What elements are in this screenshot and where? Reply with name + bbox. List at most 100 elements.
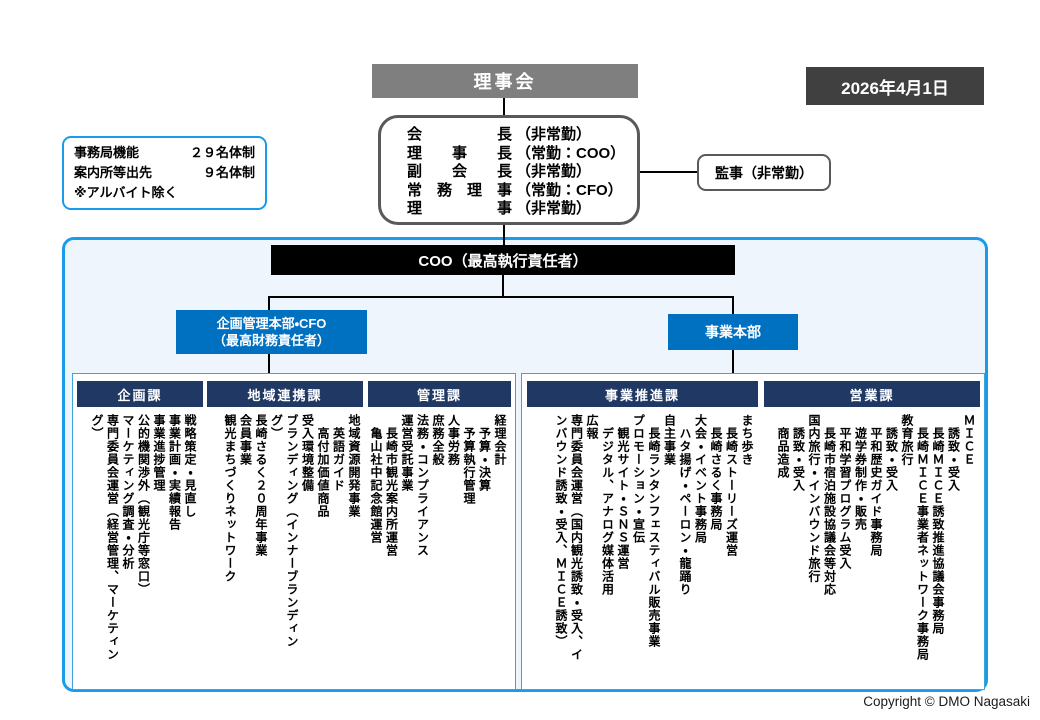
officer-note: （非常勤） [516,163,592,181]
division-admin-sublabel: （最高財務責任者） [212,333,330,348]
dept-item: 誘致・受入 [946,427,961,492]
dept-item: 教育旅行 [900,414,914,466]
officer-post: 副会長 [407,163,512,181]
dept-item: 長崎ＭＩＣＥ事業者ネットワーク事務局 [915,427,930,661]
dept-item: デジタル、アナログ媒体活用 [600,427,615,596]
staff-info-value: ２９名体制 [189,145,255,160]
dept-item: 誘致・受入 [791,427,806,492]
dept-header-kikaku: 企画課 [77,381,203,407]
officer-note: （常勤：CFO） [516,181,623,199]
dept-header-label: 地域連携課 [247,387,323,403]
officer-row: 常務理事（常勤：CFO） [407,182,637,201]
officer-post: 理事長 [407,144,512,162]
connector-line [268,354,270,373]
dept-item: 遊学券制作・販売 [853,427,868,531]
dept-header-chiiki: 地域連携課 [207,381,363,407]
dept-item: 商品造成 [776,427,790,479]
dept-item: 誘致・受入 [884,427,899,492]
dept-item: 経理会計 [493,414,507,466]
dept-item: まち歩き [740,414,754,466]
auditor-box: 監事（非常勤） [697,154,831,191]
officer-note: （非常勤） [516,200,592,218]
staff-info-row: 案内所等出先 ９名体制 [74,163,255,183]
staff-info-box: 事務局機能 ２９名体制案内所等出先 ９名体制 ※アルバイト除く [62,136,267,210]
staff-info-label: 案内所等出先 [74,165,153,180]
connector-line [502,275,504,296]
dept-item: ブランディング（インナーブランディング） [269,414,300,648]
officer-post: 会長 [407,126,512,143]
dept-header-label: 営業課 [849,387,895,403]
dept-item: 亀山社中記念館運営 [369,427,383,544]
dept-item: ＭＩＣＥ [962,414,976,466]
dept-item: 予算執行管理 [462,427,476,505]
dept-item: 国内旅行・インバウンド旅行 [807,414,821,583]
dept-header-label: 事業推進課 [604,387,680,403]
dept-item: ハタ揚げ・ペーロン・龍踊り [678,427,692,596]
division-admin-label: 企画管理本部・CFO [216,316,327,331]
officer-post: 常務理事 [407,181,512,199]
dept-item: 受入環境整備 [300,414,315,492]
dept-item: 広報 [585,414,599,440]
division-box-admin: 企画管理本部・CFO （最高財務責任者） [176,310,367,354]
staff-info-value: ９名体制 [202,165,255,180]
dept-header-label: 管理課 [416,387,462,403]
dept-item: 予算・決算 [477,427,492,492]
division-box-business: 事業本部 [668,314,798,350]
connector-line [503,225,505,245]
dept-body-kanri: 経理会計予算・決算予算執行管理人事労務庶務全般法務・コンプライアンス運営受託事業… [368,414,507,664]
dept-item: 英語ガイド [331,427,346,492]
dept-header-label: 企画課 [117,387,163,403]
officer-note: （非常勤） [516,126,592,143]
staff-info-note: ※アルバイト除く [74,185,178,200]
dept-item: 長崎さるく事務局 [709,427,723,531]
connector-line [268,296,270,310]
dept-item: 平和学習プログラム受入 [838,427,852,570]
dept-item: 大会・イベント事務局 [693,414,708,544]
dept-item: 専門委員会運営（国内観光誘致・受入、インバウンド誘致・受入、ＭＩＣＥ誘致） [554,414,584,661]
dept-item: 事業進捗管理 [152,414,166,492]
dept-item: 会員事業 [238,414,253,466]
dept-item: 運営受託事業 [400,414,414,492]
dept-item: マーケティング調査・分析 [121,414,135,570]
dept-item: 長崎市観光案内所運営 [384,427,399,557]
dept-header-jigyosuishin: 事業推進課 [527,381,758,407]
officer-note: （常勤：COO） [516,144,626,162]
dept-body-jigyosuishin: まち歩き長崎ストーリーズ運営長崎さるく事務局大会・イベント事務局ハタ揚げ・ペーロ… [553,414,754,664]
dept-item: 人事労務 [446,414,461,466]
connector-line [640,171,697,173]
division-business-label: 事業本部 [705,324,761,340]
date-badge: 2026年4月1日 [806,67,984,105]
connector-line [503,98,505,115]
officer-row: 会長（非常勤） [407,126,637,145]
dept-item: 観光まちづくりネットワーク [223,414,237,583]
dept-item: 地域資源開発事業 [347,414,361,518]
dept-item: 戦略策定・見直し [183,414,197,518]
copyright-text: Copyright © DMO Nagasaki [863,694,1030,709]
coo-bar: COO（最高執行責任者） [271,245,735,275]
staff-info-label: 事務局機能 [74,145,140,160]
dept-header-kanri: 管理課 [368,381,511,407]
board-title-box: 理事会 [372,64,638,98]
board-title: 理事会 [473,72,537,92]
connector-line [268,296,734,298]
group-panel-admin [72,373,516,690]
connector-line [732,296,734,314]
dept-item: 長崎ランタンフェスティバル販売事業 [647,427,661,648]
dept-item: 長崎ストーリーズ運営 [724,427,739,557]
dept-item: プロモーション・宣伝 [631,414,646,544]
dept-item: 自主事業 [662,414,677,466]
dept-item: 法務・コンプライアンス [415,414,430,557]
coo-label: COO（最高執行責任者） [418,252,588,270]
officer-row: 理事長（常勤：COO） [407,145,637,164]
officer-row: 副会長（非常勤） [407,163,637,182]
dept-body-chiiki: 地域資源開発事業英語ガイド高付加価値商品受入環境整備ブランディング（インナーブラ… [222,414,361,664]
dept-item: 公的機関渉外（観光庁等窓口） [136,414,151,596]
dept-item: 長崎ＭＩＣＥ誘致推進協議会事務局 [931,427,945,635]
dept-item: 長崎市宿泊施設協議会等対応 [822,427,837,596]
date-text: 2026年4月1日 [841,78,949,98]
connector-line [732,350,734,373]
auditor-label: 監事（非常勤） [715,164,813,181]
dept-item: 庶務全般 [431,414,445,466]
dept-item: 平和歴史ガイド事務局 [869,427,883,557]
